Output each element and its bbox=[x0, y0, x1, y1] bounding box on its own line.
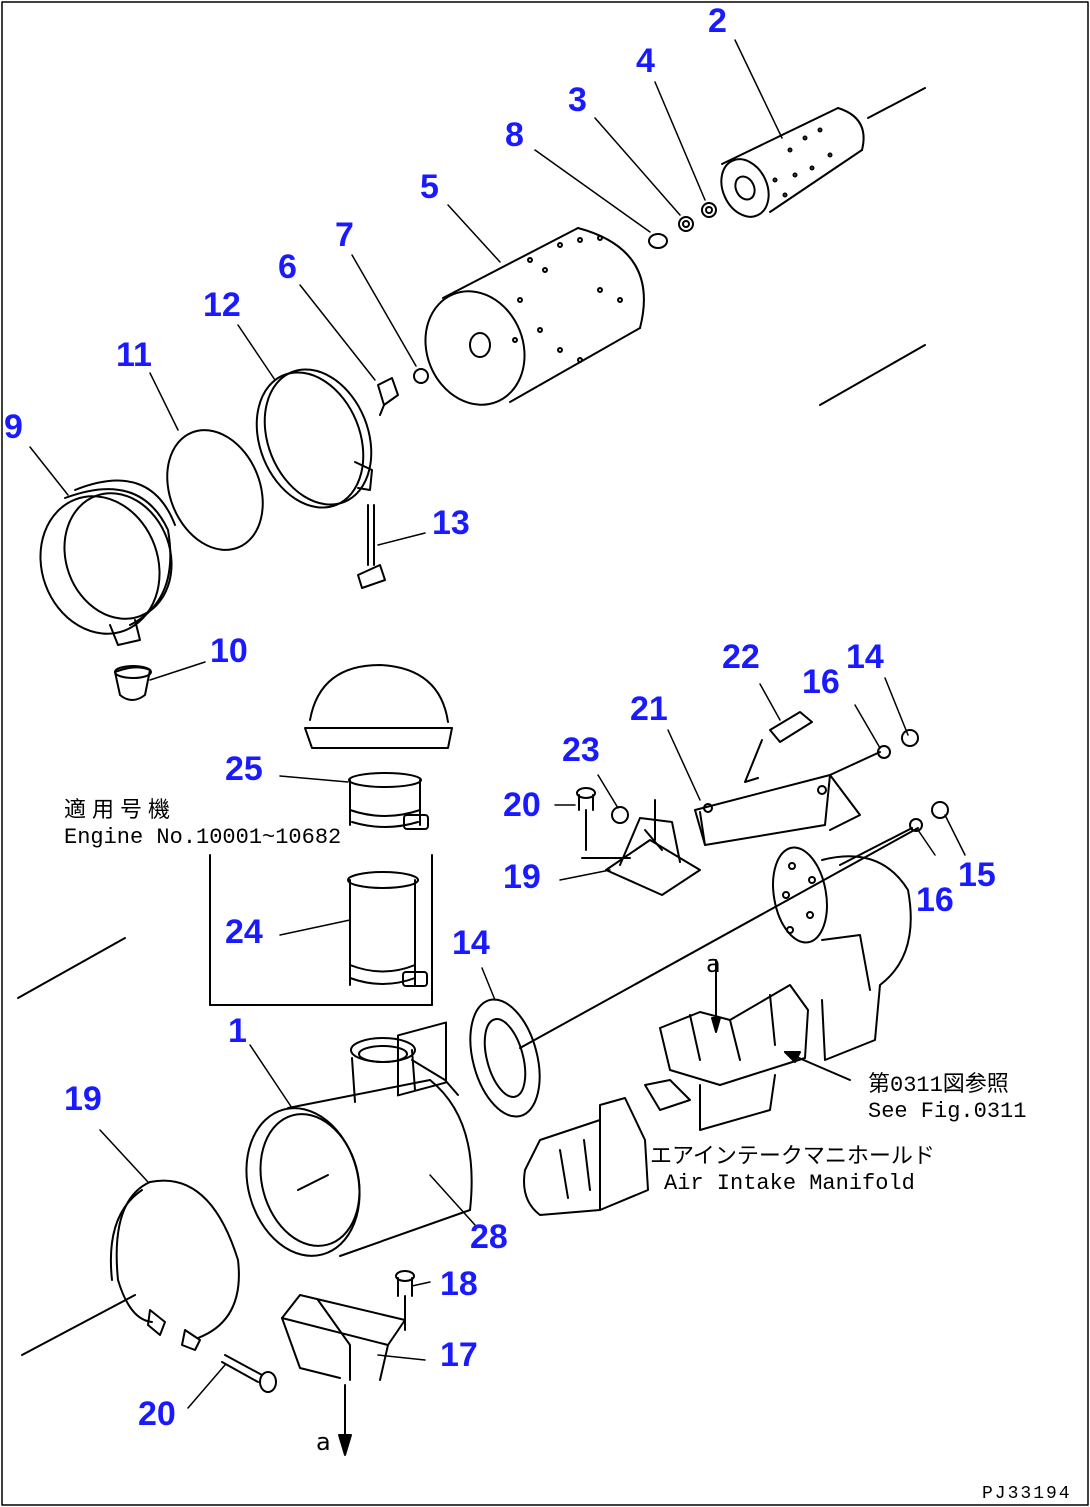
part-24-bolt bbox=[744, 711, 813, 783]
part-4-nut bbox=[701, 202, 717, 218]
part-13-bolt bbox=[357, 504, 386, 589]
part-11-o-ring bbox=[166, 429, 264, 551]
part-23-bracket bbox=[694, 774, 861, 846]
part-12-clamp bbox=[255, 368, 373, 509]
part-15-nut-lower bbox=[931, 801, 949, 819]
callout-7: 7 bbox=[335, 216, 354, 254]
part-18-bolt bbox=[395, 1270, 415, 1331]
part-8-seal bbox=[648, 233, 668, 249]
part-25-nut bbox=[611, 806, 629, 824]
part-1-air-cleaner-body bbox=[245, 1021, 473, 1257]
part-17-bracket bbox=[281, 1294, 406, 1456]
part-27-cap bbox=[304, 664, 453, 830]
part-14-gasket bbox=[469, 998, 541, 1118]
air-intake-manifold bbox=[523, 846, 912, 1216]
part-22-bolt bbox=[576, 787, 656, 859]
part-20-bolt bbox=[221, 1354, 277, 1393]
part-2-inner-element bbox=[720, 107, 865, 218]
callout-9: 9 bbox=[4, 408, 23, 446]
callout-12: 12 bbox=[203, 286, 241, 324]
callout-5: 5 bbox=[420, 168, 439, 206]
part-5-outer-element bbox=[424, 227, 645, 406]
callout-14-visible: 14 bbox=[452, 924, 490, 962]
callout-21: 19 bbox=[503, 858, 541, 896]
center-line bbox=[829, 751, 881, 776]
part-7-nut bbox=[413, 368, 429, 384]
callout-16-upper: 16 bbox=[802, 663, 840, 701]
part-9-cover bbox=[39, 479, 176, 646]
leader-lines bbox=[29, 39, 966, 1409]
callout-18: 18 bbox=[440, 1265, 478, 1303]
callout-20: 20 bbox=[138, 1395, 176, 1433]
callout-16-lower: 16 bbox=[916, 881, 954, 919]
callout-17: 17 bbox=[440, 1336, 478, 1374]
center-line bbox=[819, 344, 926, 406]
applicable-engine-en: Engine No.10001~10682 bbox=[64, 825, 342, 850]
callout-25: 23 bbox=[562, 731, 600, 769]
center-line bbox=[519, 827, 919, 1049]
drawing-code: PJ33194 bbox=[982, 1484, 1072, 1504]
callout-26: 24 bbox=[225, 913, 263, 951]
part-15-nut-upper bbox=[901, 729, 919, 747]
applicable-engine-jp: 適用号機 bbox=[64, 799, 177, 824]
manifold-label-jp: エアインテークマニホールド bbox=[650, 1145, 935, 1170]
callout-1: 1 bbox=[228, 1012, 247, 1050]
callout-15-lower: 15 bbox=[958, 856, 996, 894]
callout-4: 4 bbox=[636, 42, 655, 80]
callout-15-upper: 14 bbox=[846, 638, 884, 676]
see-figure-jp: 第0311図参照 bbox=[868, 1073, 1009, 1098]
callout-27: 25 bbox=[225, 750, 263, 788]
part-6-clip bbox=[377, 377, 399, 416]
part-16-washer-lower bbox=[909, 818, 923, 832]
callout-11: 11 bbox=[116, 336, 152, 374]
callout-28: 28 bbox=[470, 1218, 508, 1256]
part-10-valve bbox=[114, 665, 152, 701]
center-line bbox=[21, 1294, 136, 1356]
part-19-band bbox=[109, 1179, 240, 1351]
callout-3: 3 bbox=[568, 81, 587, 119]
callout-19-visible: 19 bbox=[64, 1080, 102, 1118]
callout-6: 6 bbox=[278, 248, 297, 286]
applicable-bracket bbox=[209, 854, 433, 1006]
center-line bbox=[867, 87, 926, 119]
center-line bbox=[17, 937, 126, 999]
callout-23: 21 bbox=[630, 690, 668, 728]
callout-2: 2 bbox=[708, 2, 727, 40]
center-line bbox=[839, 827, 913, 866]
callout-13: 13 bbox=[432, 504, 470, 542]
callout-24: 22 bbox=[722, 638, 760, 676]
callout-10: 10 bbox=[210, 632, 248, 670]
manifold-label-en: Air Intake Manifold bbox=[664, 1171, 915, 1196]
reference-a-bottom: a bbox=[316, 1428, 331, 1456]
reference-a-top: a bbox=[706, 950, 721, 978]
callout-22: 20 bbox=[503, 786, 541, 824]
callout-8: 8 bbox=[505, 116, 524, 154]
see-figure-en: See Fig.0311 bbox=[868, 1099, 1027, 1124]
part-21-bracket bbox=[605, 817, 701, 896]
part-26-pipe bbox=[347, 871, 428, 987]
part-3-washer bbox=[678, 216, 694, 232]
